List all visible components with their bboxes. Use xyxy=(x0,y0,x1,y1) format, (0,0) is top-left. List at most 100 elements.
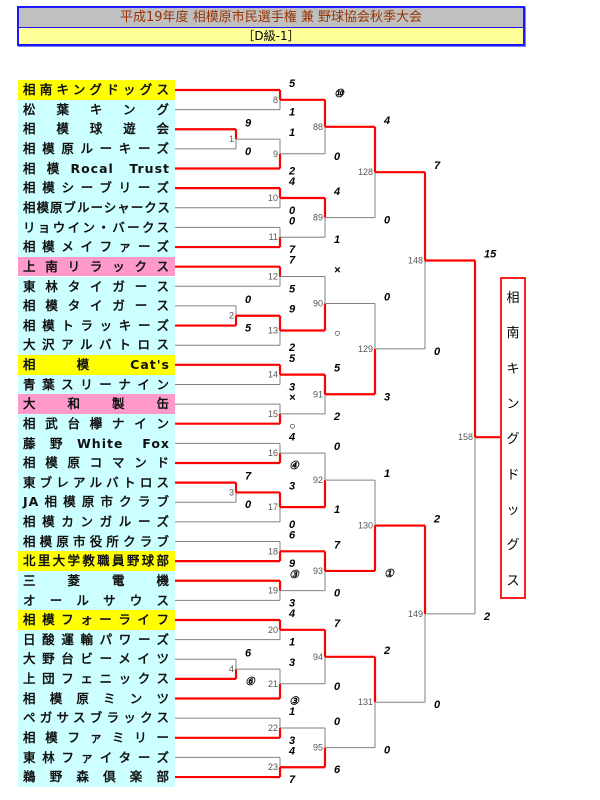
team-name: 松葉キング xyxy=(18,99,175,120)
team-name: JA相模原市クラブ xyxy=(18,492,175,513)
score-label: 0 xyxy=(245,294,252,306)
score-label: 0 xyxy=(384,745,391,757)
game-number: 14 xyxy=(268,370,278,380)
score-label: 9 xyxy=(245,117,252,129)
team-name: 相模原ブルーシャークス xyxy=(18,197,175,218)
score-label: 2 xyxy=(288,166,295,178)
champion-name-char: グ xyxy=(506,432,520,448)
champion-name-char: 相 xyxy=(506,291,520,307)
game-number: 17 xyxy=(268,502,278,512)
score-label: 3 xyxy=(289,597,295,609)
tournament-title: 平成19年度 相模原市民選手権 兼 野球協会秋季大会 xyxy=(19,8,523,28)
score-label: 9 xyxy=(289,304,296,316)
team-name: 相模原コマンド xyxy=(18,453,175,473)
game-number: 89 xyxy=(313,213,323,223)
champion-name-char: ン xyxy=(506,397,520,413)
champion-name-char: ス xyxy=(506,573,520,589)
team-name: 青葉スリーナイン xyxy=(18,374,175,395)
game-number: 4 xyxy=(229,664,234,674)
game-number: 22 xyxy=(268,723,278,733)
team-name: 相模原市役所クラブ xyxy=(18,531,175,552)
game-number: 19 xyxy=(268,586,278,596)
score-label: ④ xyxy=(289,460,300,472)
score-label: 7 xyxy=(289,255,296,267)
score-label: 5 xyxy=(289,353,296,365)
score-label: ③ xyxy=(289,569,300,581)
team-name: ペガサスブラックス xyxy=(18,708,175,728)
score-label: ⑥ xyxy=(245,676,256,688)
champion-name-char: 南 xyxy=(506,326,520,342)
score-label: 0 xyxy=(289,519,296,531)
score-label: 0 xyxy=(384,215,391,227)
team-name: 三菱電機 xyxy=(18,570,175,591)
score-label: 0 xyxy=(434,699,441,711)
score-label: 7 xyxy=(334,539,341,551)
score-label: 4 xyxy=(288,431,295,443)
team-name: 北里大学教職員野球部 xyxy=(18,551,175,571)
score-label: 0 xyxy=(334,151,341,163)
score-label: 5 xyxy=(245,323,252,335)
score-label: 9 xyxy=(289,558,296,570)
score-label: 5 xyxy=(334,363,341,375)
team-name: オールサウス xyxy=(18,590,175,611)
score-label: ① xyxy=(384,568,395,580)
score-label: ⑩ xyxy=(334,88,345,100)
game-number: 95 xyxy=(313,743,323,753)
score-label: 2 xyxy=(288,342,295,354)
team-name: 東林ファイターズ xyxy=(18,747,175,768)
game-number: 16 xyxy=(268,448,278,458)
score-label: 4 xyxy=(383,115,390,127)
score-label: ③ xyxy=(289,696,300,708)
game-number: 148 xyxy=(408,256,423,266)
score-label: 1 xyxy=(289,706,295,718)
game-number: 88 xyxy=(313,122,323,132)
score-label: 0 xyxy=(334,716,341,728)
score-label: × xyxy=(334,264,341,276)
champion-name-char: グ xyxy=(506,538,520,554)
game-number: 23 xyxy=(268,762,278,772)
game-number: 13 xyxy=(268,325,278,335)
game-number: 131 xyxy=(358,697,373,707)
game-number: 15 xyxy=(268,409,278,419)
team-name: 相模Rocal Trust xyxy=(18,158,175,179)
score-label: 2 xyxy=(383,645,390,657)
score-label: 0 xyxy=(334,441,341,453)
score-label: 1 xyxy=(334,504,340,516)
score-label: × xyxy=(289,392,296,404)
team-name: 東林タイガース xyxy=(18,276,175,297)
team-name: 相模フォーライフ xyxy=(18,610,175,630)
team-name: 大和製缶 xyxy=(18,394,175,414)
score-label: 0 xyxy=(334,681,341,693)
game-number: 9 xyxy=(273,149,278,159)
game-number: 2 xyxy=(229,311,234,321)
score-label: 4 xyxy=(288,608,295,620)
champion-name-char: ド xyxy=(506,467,520,483)
game-number: 129 xyxy=(358,344,373,354)
score-label: 3 xyxy=(289,381,295,393)
team-name: 相模ファミリー xyxy=(18,727,175,748)
game-number: 93 xyxy=(313,566,323,576)
game-number: 20 xyxy=(268,625,278,635)
champion-name-char: ッ xyxy=(506,503,520,519)
team-name: 相武台欅ナイン xyxy=(18,413,175,434)
game-number: 94 xyxy=(313,652,323,662)
score-label: 6 xyxy=(289,529,296,541)
game-number: 8 xyxy=(273,95,278,105)
team-name: 上南リラックス xyxy=(18,256,175,277)
score-label: 1 xyxy=(289,637,295,649)
team-name: 東ブレアルバトロス xyxy=(18,472,175,493)
score-label: 1 xyxy=(334,234,340,246)
game-number: 10 xyxy=(268,193,278,203)
score-label: 5 xyxy=(289,78,296,90)
score-label: 0 xyxy=(245,499,252,511)
team-name: リョウイン・バークス xyxy=(18,217,175,238)
score-label: 1 xyxy=(289,127,295,139)
team-name: 相模Cat's xyxy=(18,355,175,375)
game-number: 11 xyxy=(269,232,278,242)
score-label: 2 xyxy=(333,411,340,423)
team-name: 相模カンガルーズ xyxy=(18,512,175,532)
game-number: 1 xyxy=(229,134,234,144)
score-label: 4 xyxy=(333,186,340,198)
score-label: 7 xyxy=(334,618,341,630)
score-label: 5 xyxy=(289,283,296,295)
